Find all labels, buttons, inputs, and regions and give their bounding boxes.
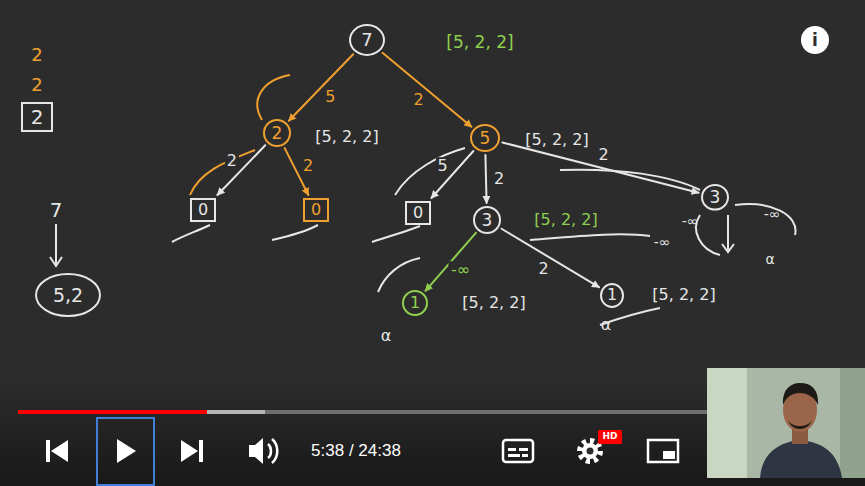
alpha-mark: α: [381, 327, 392, 345]
progress-played: [18, 410, 207, 414]
time-display: 5:38 / 24:38: [311, 442, 401, 461]
node-text: i: [812, 31, 818, 50]
node-text: 3: [482, 211, 493, 230]
leaf-box: 0: [190, 198, 216, 222]
result-ellipse: 5,2: [35, 273, 101, 317]
return-arc: [257, 75, 290, 120]
answer-box: 2: [21, 102, 53, 132]
node-text: 1: [607, 286, 617, 304]
coin-list: [5, 2, 2]: [446, 33, 513, 52]
node-text: 3: [710, 188, 721, 207]
tree-edge: [431, 151, 473, 198]
coin-list: [5, 2, 2]: [462, 294, 525, 312]
node-text: 2: [272, 124, 283, 143]
hd-badge-back: [598, 430, 622, 444]
edge-weight: 2: [492, 170, 506, 188]
child-arrow: [722, 215, 734, 252]
scratch-number: 2: [31, 45, 42, 65]
tree-edge: [502, 229, 599, 287]
return-arc: [372, 226, 420, 242]
focus-ring: [97, 418, 154, 485]
infinity-mark: -∞: [654, 235, 671, 250]
tree-node: 1: [402, 290, 428, 316]
return-arc: [696, 215, 720, 255]
next-icon: [181, 440, 203, 462]
edge-weight: 5: [323, 88, 337, 106]
coin-list: [5, 2, 2]: [315, 128, 378, 146]
volume-icon: [249, 438, 277, 464]
subtitles-icon: [503, 440, 533, 462]
scratch-number: 2: [31, 75, 42, 95]
node-text: 7: [361, 30, 372, 50]
sum-number: 7: [50, 199, 63, 221]
infinity-mark: -∞: [764, 207, 781, 222]
webcam-overlay: [707, 368, 865, 478]
tree-node: 3: [701, 184, 729, 211]
node-text: 5,2: [53, 285, 83, 306]
node-text: 0: [198, 201, 208, 219]
edge-weight: -∞: [449, 262, 472, 280]
info-badge-back: [801, 26, 829, 54]
return-arc: [735, 204, 796, 235]
edge-weight: 2: [301, 157, 315, 175]
return-arc: [378, 258, 420, 292]
hd-badge: HD: [598, 430, 622, 444]
tree-node: 1: [600, 283, 624, 308]
node-text: HD: [602, 432, 617, 442]
tree-node: 2: [263, 119, 291, 147]
edge-weight: 2: [537, 260, 551, 278]
infinity-mark: -∞: [682, 214, 699, 229]
coin-list: [5, 2, 2]: [525, 131, 588, 149]
tree-edge: [382, 53, 471, 127]
tree-edge: [425, 233, 475, 291]
tree-edge: [289, 54, 353, 120]
tree-node: 5: [470, 124, 500, 152]
node-text: 0: [413, 204, 423, 222]
node-text: 1: [410, 294, 420, 312]
return-arc: [530, 234, 650, 240]
edge-weight: 2: [412, 91, 426, 109]
leaf-box: 0: [303, 198, 329, 222]
return-arc: [272, 225, 318, 240]
leaf-box: 0: [405, 201, 431, 225]
arrow-down: [50, 224, 62, 266]
prev-icon: [46, 440, 68, 462]
tree-edge: [502, 142, 698, 192]
edge-weight: 2: [597, 146, 611, 164]
edge-weight: 5: [436, 157, 450, 175]
coin-list: [5, 2, 2]: [534, 211, 597, 229]
node-text: 0: [311, 201, 321, 219]
info-badge: i: [801, 26, 829, 54]
node-text: 5: [480, 129, 491, 148]
return-arc: [172, 225, 210, 242]
tree-edge: [217, 145, 265, 195]
miniplayer-icon: [648, 440, 678, 462]
tree-edge: [485, 155, 486, 203]
edge-weight: 2: [225, 152, 239, 170]
progress-buffer: [18, 410, 265, 414]
alpha-mark: α: [765, 252, 774, 267]
alpha-mark: α: [601, 316, 612, 334]
play-icon: [117, 439, 136, 463]
node-text: 2: [31, 106, 44, 128]
return-arc: [190, 150, 255, 195]
tree-node: 3: [473, 206, 501, 234]
coin-list: [5, 2, 2]: [652, 286, 715, 304]
tree-node: 7: [349, 24, 385, 56]
settings-icon: [580, 441, 600, 461]
